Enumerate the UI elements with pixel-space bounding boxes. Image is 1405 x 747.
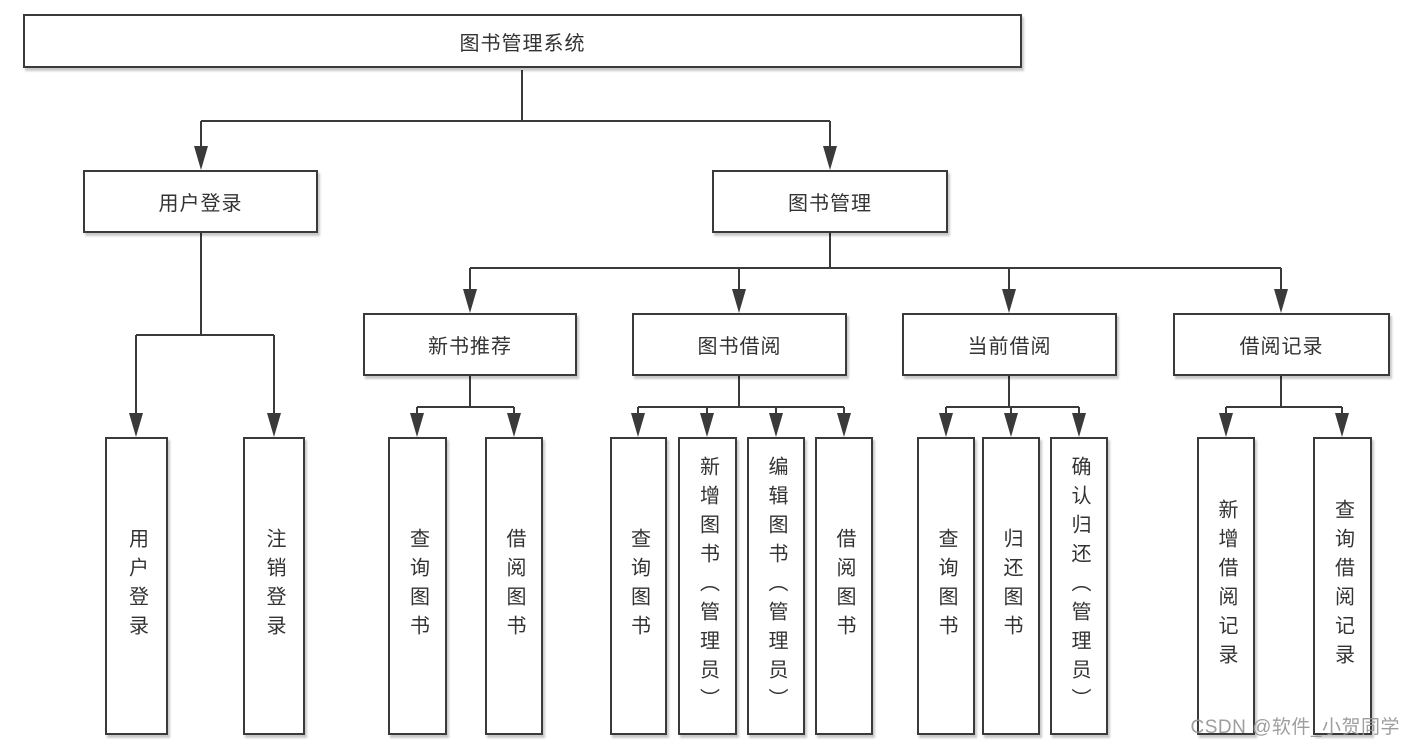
node-label: 查询借阅记录 (1331, 499, 1354, 673)
leaf-add-books-admin: 新增图书（管理员） (678, 437, 737, 735)
leaf-borrow-books-recommendation: 借阅图书 (485, 437, 543, 735)
node-label: 用户登录 (158, 193, 243, 215)
node-label: 确认归还（管理员） (1068, 455, 1090, 717)
arrowhead-icon (463, 289, 477, 313)
arrowhead-icon (769, 413, 783, 437)
leaf-confirm-return-admin: 确认归还（管理员） (1050, 437, 1108, 735)
node-book-borrowing: 图书借阅 (632, 313, 847, 376)
arrowhead-icon (1335, 413, 1349, 437)
arrowhead-icon (1274, 289, 1288, 313)
node-book-management-system: 图书管理系统 (23, 14, 1022, 68)
arrowhead-icon (939, 413, 953, 437)
node-label: 新增图书（管理员） (696, 455, 719, 717)
node-borrowing-records: 借阅记录 (1173, 313, 1390, 376)
node-current-borrowing: 当前借阅 (902, 313, 1117, 376)
node-label: 借阅记录 (1239, 336, 1324, 358)
node-label: 图书管理系统 (459, 32, 586, 55)
leaf-query-books-recommendation: 查询图书 (388, 437, 447, 735)
leaf-query-books-borrowing: 查询图书 (610, 437, 667, 735)
leaf-query-books-current: 查询图书 (917, 437, 975, 735)
csdn-watermark: CSDN @软件_小贺同学 (1190, 717, 1400, 738)
node-label: 编辑图书（管理员） (765, 455, 787, 717)
node-label: 借阅图书 (503, 528, 525, 644)
node-user-login: 用户登录 (83, 170, 318, 233)
tree-connector-path (135, 70, 1343, 417)
leaf-return-books: 归还图书 (982, 437, 1040, 735)
arrowhead-icon (1004, 413, 1018, 437)
leaf-logout: 注销登录 (243, 437, 305, 735)
node-label: 新增借阅记录 (1215, 499, 1237, 673)
node-label: 借阅图书 (833, 528, 855, 644)
node-label: 图书借阅 (697, 336, 782, 358)
arrowhead-icon (700, 413, 714, 437)
leaf-edit-books-admin: 编辑图书（管理员） (747, 437, 805, 735)
arrowheads (129, 146, 1349, 437)
arrowhead-icon (1072, 413, 1086, 437)
arrowhead-icon (1002, 289, 1016, 313)
node-label: 当前借阅 (967, 336, 1052, 358)
arrowhead-icon (129, 413, 143, 437)
leaf-query-borrow-record: 查询借阅记录 (1313, 437, 1372, 735)
arrowhead-icon (507, 413, 521, 437)
arrowhead-icon (837, 413, 851, 437)
node-label: 图书管理 (788, 193, 872, 215)
arrowhead-icon (1219, 413, 1233, 437)
node-label: 查询图书 (935, 528, 957, 644)
node-label: 注销登录 (263, 528, 285, 644)
node-new-book-recommendation: 新书推荐 (363, 313, 577, 376)
node-label: 归还图书 (1000, 528, 1022, 644)
leaf-user-login: 用户登录 (105, 437, 168, 735)
leaf-add-borrow-record: 新增借阅记录 (1197, 437, 1255, 735)
arrowhead-icon (410, 413, 424, 437)
arrowhead-icon (194, 146, 208, 170)
node-label: 查询图书 (627, 528, 650, 644)
arrowhead-icon (267, 413, 281, 437)
node-label: 查询图书 (406, 528, 429, 644)
node-book-management: 图书管理 (712, 170, 948, 233)
node-label: 新书推荐 (428, 336, 512, 358)
arrowhead-icon (823, 146, 837, 170)
node-label: 用户登录 (125, 528, 148, 644)
leaf-borrow-books: 借阅图书 (815, 437, 873, 735)
arrowhead-icon (732, 289, 746, 313)
arrowhead-icon (631, 413, 645, 437)
